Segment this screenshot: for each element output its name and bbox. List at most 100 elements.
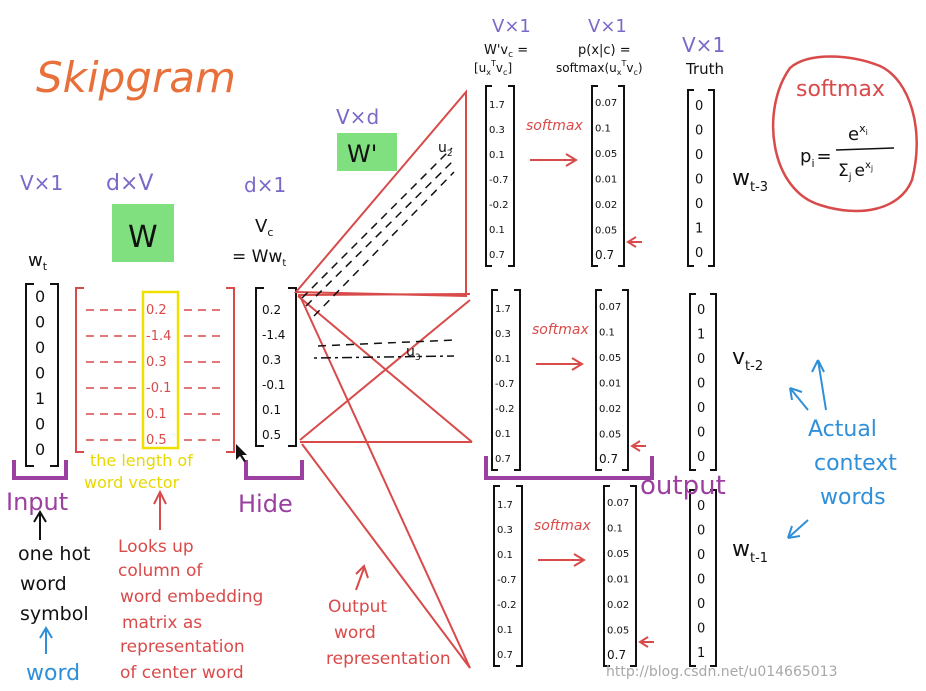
- probs-bracket-left: [591, 85, 598, 267]
- truth-cell: 0: [697, 303, 705, 318]
- w-column-cell: 0.2: [146, 303, 167, 318]
- prob-cell: 0.1: [599, 328, 615, 339]
- prob-cell: 0.07: [599, 302, 621, 313]
- scores-bracket-left: [491, 289, 498, 471]
- w-column-cell: 0.1: [146, 407, 167, 422]
- score-cell: 0.3: [497, 525, 513, 536]
- score-cell: 0.7: [489, 250, 505, 261]
- prob-cell: 0.05: [599, 430, 621, 441]
- softmax-arrow-head: [571, 357, 584, 371]
- truth-cell: 0: [697, 524, 705, 539]
- highlight-arrow-head: [638, 636, 649, 648]
- truth-cell: 0: [695, 124, 703, 139]
- score-cell: -0.2: [495, 404, 515, 415]
- outrep-note-line2: word: [334, 623, 376, 643]
- truth-cell: 1: [697, 646, 705, 661]
- truth-cell: 1: [697, 328, 705, 343]
- probs-bracket-left: [603, 485, 610, 667]
- softmax-label: softmax: [526, 118, 583, 134]
- probs-header-line1: p(x|c) =: [578, 43, 631, 58]
- score-cell: -0.2: [489, 200, 509, 211]
- vc-cell: -1.4: [262, 328, 285, 342]
- lookup-note-line5: representation: [120, 637, 245, 657]
- scores-bracket-left: [493, 485, 500, 667]
- w-matrix-box: [112, 204, 174, 262]
- w-column-cell: 0.3: [146, 355, 167, 370]
- score-cell: -0.7: [495, 379, 515, 390]
- dim-truth: V×1: [682, 33, 725, 57]
- vc-equation: = Wwt: [232, 247, 286, 269]
- score-cell: 1.7: [497, 500, 513, 511]
- score-cell: -0.7: [497, 575, 517, 586]
- truth-bracket-right: [708, 89, 715, 267]
- truth-cell: 0: [697, 548, 705, 563]
- probs-bracket-right: [622, 289, 629, 471]
- outrep-note-line3: representation: [326, 649, 451, 669]
- onehot-arrow: [33, 510, 47, 540]
- score-cell: 0.1: [489, 150, 505, 161]
- input-bracket: [12, 460, 68, 480]
- onehot-note-line3: symbol: [20, 603, 89, 625]
- w-column-highlight: [141, 290, 180, 450]
- truth-cell: 0: [697, 622, 705, 637]
- onehot-cell: 0: [35, 287, 45, 306]
- output-bracket: [484, 456, 654, 480]
- dim-input: V×1: [20, 171, 63, 195]
- prob-cell: 0.05: [599, 353, 621, 364]
- length-note-line1: the length of: [90, 451, 193, 470]
- prob-cell: 0.1: [595, 124, 611, 135]
- truth-cell: 0: [697, 377, 705, 392]
- lookup-arrow: [153, 489, 167, 530]
- truth-bracket-right: [710, 489, 717, 667]
- length-note-line2: word vector: [84, 473, 180, 492]
- prob-cell: 0.01: [595, 175, 617, 186]
- score-cell: 1.7: [489, 100, 505, 111]
- prob-cell: 0.7: [607, 648, 626, 662]
- softmax-box-title: softmax: [796, 77, 885, 102]
- onehot-cell: 0: [35, 338, 45, 357]
- context-word-t-minus-1: wt-1: [732, 537, 768, 566]
- page-title: Skipgram: [36, 53, 236, 102]
- onehot-cell: 0: [35, 364, 45, 383]
- prob-cell: 0.05: [595, 149, 617, 160]
- onehot-cell: 0: [35, 440, 45, 459]
- wprime-matrix-label: W': [347, 140, 377, 168]
- wprime-fan: [293, 89, 473, 669]
- score-cell: 0.1: [495, 429, 511, 440]
- vc-cell: 0.3: [262, 353, 281, 367]
- onehot-cell: 1: [35, 389, 45, 408]
- score-cell: 1.7: [495, 304, 511, 315]
- probs-bracket-right: [618, 85, 625, 267]
- score-cell: 0.1: [489, 225, 505, 236]
- input-label: Input: [6, 488, 68, 516]
- output-label: output: [640, 471, 726, 501]
- scores-bracket-right: [516, 485, 523, 667]
- vc-cell: 0.1: [262, 403, 281, 417]
- lookup-note-line3: word embedding: [120, 587, 263, 607]
- score-cell: 0.1: [497, 625, 513, 636]
- truth-cell: 0: [697, 450, 705, 465]
- prob-cell: 0.07: [607, 498, 629, 509]
- probs-bracket-right: [630, 485, 637, 667]
- truth-bracket-right: [710, 293, 717, 471]
- probs-bracket-left: [595, 289, 602, 471]
- softmax-box-numerator: exi: [848, 122, 868, 145]
- truth-cell: 0: [697, 573, 705, 588]
- probs-header-line2: softmax(uxTvc): [556, 59, 643, 77]
- w-matrix: 0.2-1.40.3-0.10.10.5: [75, 287, 235, 453]
- softmax-box-lhs: pi=: [800, 146, 832, 170]
- prob-cell: 0.02: [599, 404, 621, 415]
- wprime-dashed-rows: [301, 147, 455, 359]
- pointer-icon: [236, 444, 247, 462]
- softmax-label: softmax: [534, 518, 591, 534]
- dim-w: d×V: [106, 171, 153, 196]
- scores-bracket-right: [514, 289, 521, 471]
- context-word-t-minus-3: wt-3: [732, 166, 768, 195]
- highlight-arrow-head: [626, 236, 637, 248]
- hidden-vector: 0.2-1.40.3-0.10.10.5: [255, 287, 297, 447]
- truth-cell: 0: [695, 99, 703, 114]
- w-column-cell: -1.4: [146, 329, 171, 344]
- onehot-cell: 0: [35, 313, 45, 332]
